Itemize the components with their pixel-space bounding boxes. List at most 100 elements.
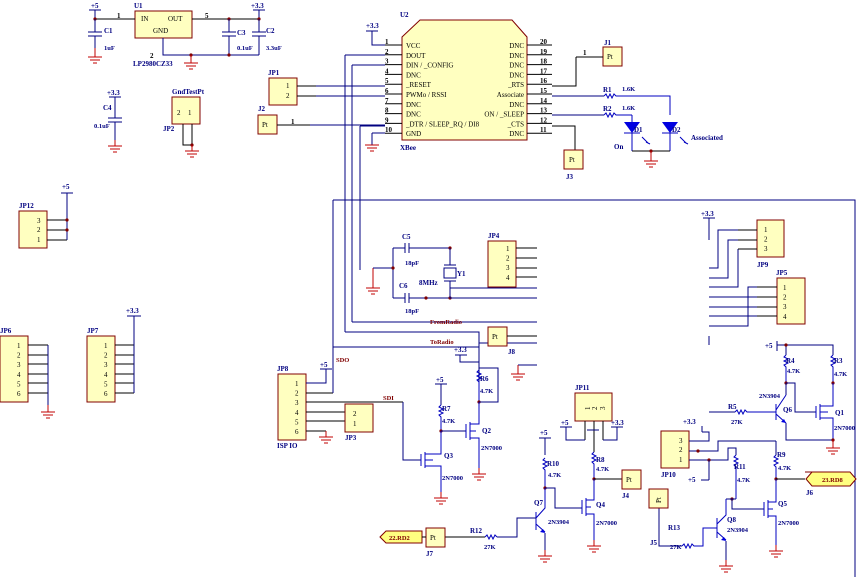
svg-text:3: 3 [37,217,41,225]
u2-pin-number: 20 [540,38,548,46]
c6-value: 18pF [405,308,419,315]
r7-ref: R7 [442,405,451,413]
r1-value: 1.6K [622,86,635,93]
testpoint-j8[interactable]: Pt J8 [487,326,516,356]
svg-text:Pt: Pt [626,476,632,484]
testpoint-j3[interactable]: Pt J3 [563,149,584,181]
testpoint-j2[interactable]: J2 Pt 1 [257,105,295,135]
connector-pin-number: 4 [506,274,510,282]
svg-text:+3.3: +3.3 [126,307,139,315]
regulator-u1[interactable]: U1 IN OUT GND 1 5 2 LP2980CZ33 [117,2,209,68]
svg-text:+3.3: +3.3 [454,346,467,354]
testpoint-j1[interactable]: J1 Pt 1 [583,39,623,67]
connector-pin-number: 1 [764,226,768,234]
svg-text:+3.3: +3.3 [107,89,120,97]
svg-text:+5: +5 [62,183,70,191]
u2-pin-number: 6 [385,87,389,95]
u2-pin-number: 5 [385,77,389,85]
connector-jp2[interactable]: GndTestPt 2 1 JP2 [163,88,205,133]
r4-value: 4.7K [787,368,800,375]
q3-part: 2N7000 [442,475,463,482]
crystal-y1: Y1 8MHz [419,248,466,298]
r13-value: 27K [670,544,682,551]
c1-ref: C1 [104,27,113,35]
u2-pin-name: DNC [406,101,421,109]
r9-ref: R9 [777,451,786,459]
u2-pin-name: PWMo / RSSI [406,91,447,99]
svg-text:2: 2 [177,109,181,117]
port-rd2[interactable]: 22.RD2 [379,530,423,544]
jp10-ref: JP10 [661,471,676,479]
xbee-module-u2[interactable]: U2 XBee [400,11,528,152]
r8-value: 4.7K [596,466,609,473]
jp8-ref: JP8 [277,365,289,373]
q5-part: 2N7000 [778,520,799,527]
q4-part: 2N7000 [596,520,617,527]
svg-text:Pt: Pt [492,333,498,341]
d2-label: Associated [691,134,723,142]
jp9-ref: JP9 [757,261,769,269]
r3-ref: R3 [834,357,843,365]
r9-value: 4.7K [778,465,791,472]
connector-jp3[interactable]: 2 1 JP3 [344,403,374,442]
svg-text:2: 2 [37,226,41,234]
net-sdi: SDI [383,395,394,402]
q6-ref: Q6 [783,406,792,414]
c2-value: 3.3uF [266,45,282,52]
connector-pin-number: 4 [295,409,299,417]
u1-out-label: OUT [168,15,183,23]
power-label-5v: +5 [91,2,99,10]
connector-pin-number: 3 [764,245,768,253]
svg-text:23.RD8: 23.RD8 [822,477,844,484]
c6-ref: C6 [399,282,408,290]
connector-pin-number: 5 [295,418,299,426]
j6-ref: J6 [806,489,814,497]
u2-pin-name: _RESET [405,81,432,89]
svg-text:2: 2 [353,410,357,418]
connector-jp12[interactable]: JP12 3 2 1 [18,202,48,249]
r12-ref: R12 [470,527,483,535]
svg-text:Pt: Pt [262,121,268,129]
connector-jp11[interactable]: JP11 1 2 3 [574,384,613,422]
u2-pin-number: 18 [540,58,548,66]
svg-text:Pt: Pt [607,53,613,61]
connector-jp9[interactable]: 1 23 JP9 [756,219,785,269]
connector-pin-number: 4 [783,313,787,321]
bjt-q8: Q8 2N3904 [716,499,749,541]
net-from-radio: FromRadio [430,319,462,326]
r3-value: 4.7K [834,371,847,378]
jp6-ref: JP6 [0,327,12,335]
u2-part: XBee [400,144,416,152]
u2-pin-name: DNC [509,101,524,109]
u2-pin-number: 3 [385,58,389,66]
port-rd8[interactable]: 23.RD8 J6 [805,471,857,497]
testpoint-j4[interactable]: Pt J4 [621,469,642,500]
u1-in-label: IN [141,15,148,23]
connector-pin-number: 1 [506,245,510,253]
connector-jp10[interactable]: 3 2 1 JP10 [660,430,690,479]
u2-pin-number: 8 [385,107,389,115]
testpoint-j5[interactable]: Pt J5 [648,488,669,547]
c3-value: 0.1uF [237,45,253,52]
svg-text:+5: +5 [561,419,569,427]
connector-pin-number: 3 [783,303,787,311]
connector-jp1[interactable]: JP1 1 2 [268,69,298,106]
d2-ref: D2 [672,126,681,134]
bjt-q7: Q7 2N3904 [534,488,570,533]
q1-part: 2N7000 [834,425,855,432]
connector-pin-number: 2 [506,255,510,263]
j5-ref: J5 [650,539,658,547]
r2-value: 1.6K [622,105,635,112]
u2-pin-name: Associate [497,91,524,99]
r6-value: 4.7K [480,388,493,395]
svg-text:1: 1 [291,118,295,126]
connector-pin-number: 2 [764,236,768,244]
q2-part: 2N7000 [481,445,502,452]
testpoint-j7[interactable]: Pt J7 [425,527,446,558]
